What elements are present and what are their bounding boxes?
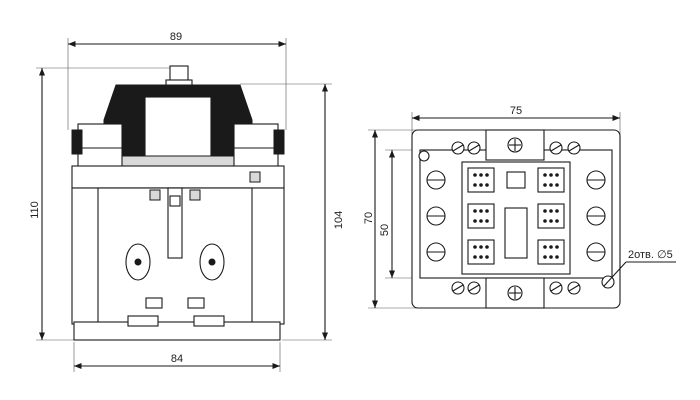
dim-104-label: 104	[333, 211, 345, 229]
top-screws	[451, 141, 581, 155]
din-rail-base	[73, 321, 281, 341]
hole-callout: 2отв. ∅5	[603, 249, 676, 287]
dim-front-height-body: 104	[240, 83, 345, 341]
bottom-contact-bar	[485, 277, 545, 309]
dim-70-label: 70	[363, 212, 375, 224]
mounting-hole-2	[418, 150, 430, 162]
dim-front-height-total: 110	[29, 67, 170, 341]
bottom-screws	[451, 281, 581, 295]
terminal-block-right	[233, 123, 279, 169]
dim-110-label: 110	[29, 201, 41, 219]
dim-75-label: 75	[510, 105, 522, 117]
side-terminal-screws	[426, 170, 606, 262]
dim-50-label: 50	[379, 224, 391, 236]
dim-89-label: 89	[170, 31, 182, 43]
dim-side-height-outer: 70	[363, 129, 420, 309]
dim-front-width-top: 89	[67, 31, 287, 130]
side-view: 75 70 50	[363, 105, 676, 309]
indicator-window	[506, 171, 526, 189]
dim-front-width-base: 84	[73, 342, 281, 372]
hole-note-label: 2отв. ∅5	[628, 249, 673, 261]
dim-side-height-inner: 50	[379, 149, 420, 279]
top-window	[144, 96, 212, 158]
dim-84-label: 84	[171, 353, 183, 365]
center-actuator	[504, 207, 528, 259]
front-view: 89 110 104 84	[29, 31, 345, 372]
terminal-block-left	[77, 123, 123, 169]
contact-blocks	[467, 167, 565, 265]
